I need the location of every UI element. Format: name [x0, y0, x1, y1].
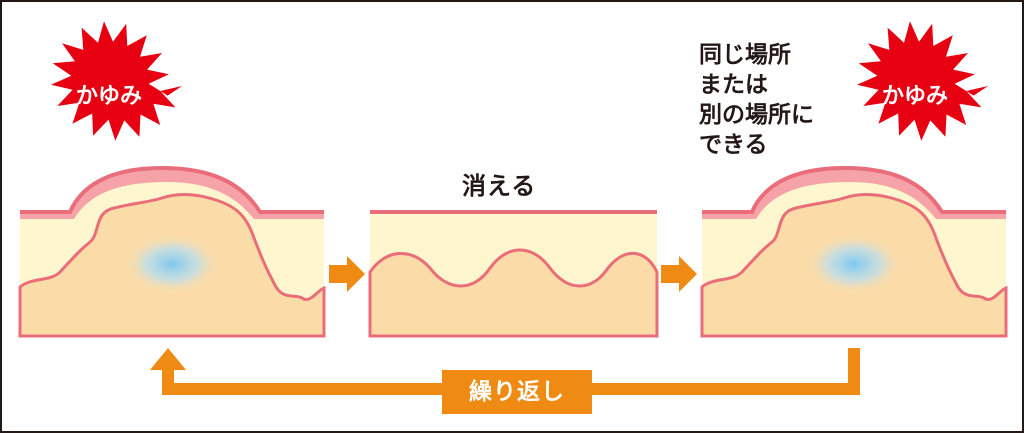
panel-inflamed-skin-left: [18, 165, 326, 338]
recur-line-4: できる: [699, 132, 768, 158]
dermis-layer: [368, 248, 659, 338]
skin-surface-line: [702, 165, 1006, 214]
spiky-burst-icon: [51, 21, 182, 141]
spiky-burst-icon: [857, 21, 988, 141]
skin-surface-line: [20, 165, 324, 214]
recur-line-1: 同じ場所: [699, 42, 791, 68]
recur-line-2: または: [699, 72, 768, 98]
right-arrow-icon: [329, 256, 365, 292]
panel-inflamed-skin-right: [700, 165, 1008, 338]
repeat-label: 繰り返し: [442, 370, 592, 414]
up-arrowhead-icon: [150, 348, 186, 370]
inflammation-spot: [124, 234, 220, 294]
recur-label: 同じ場所 または 別の場所に できる: [699, 40, 814, 160]
panel-calm-skin: [368, 210, 659, 338]
inflammation-spot: [806, 234, 902, 294]
itch-label-right: かゆみ: [881, 84, 948, 109]
right-arrow-icon: [661, 256, 697, 292]
recur-line-3: 別の場所に: [699, 102, 814, 128]
itch-label-left: かゆみ: [75, 84, 142, 109]
disappear-label: 消える: [462, 172, 537, 200]
